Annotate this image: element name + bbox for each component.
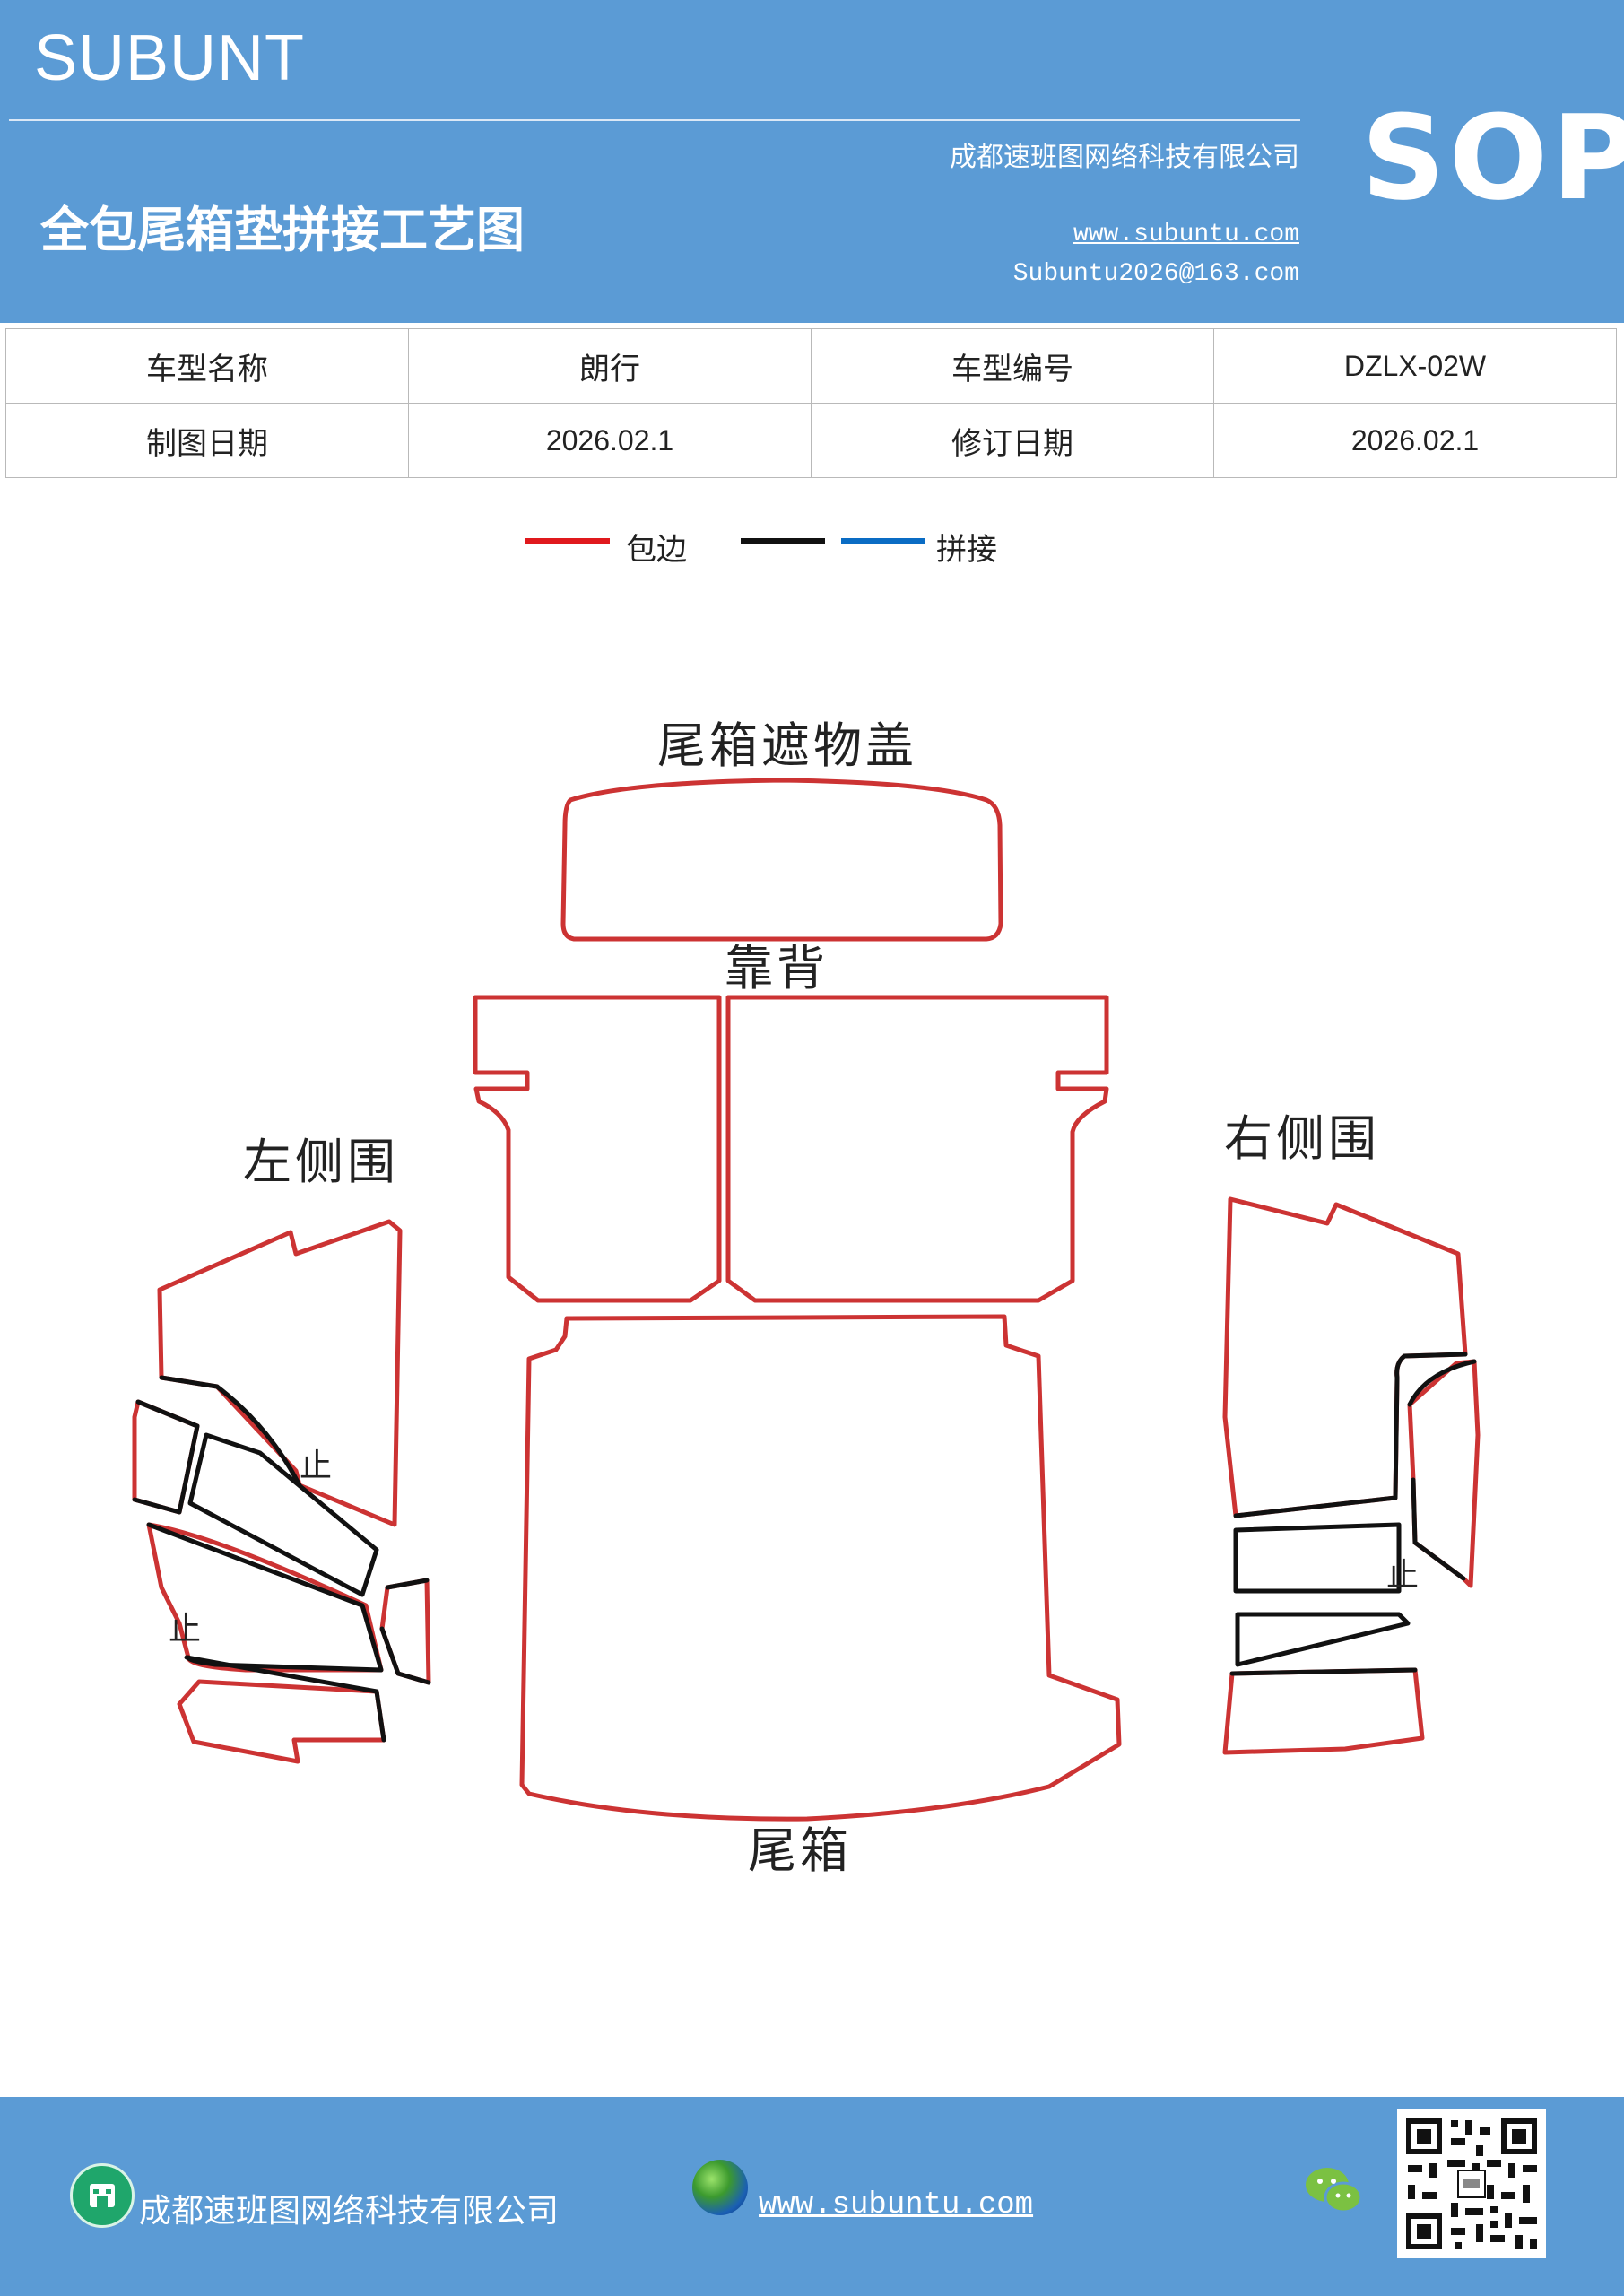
label-left-side: 左侧围 bbox=[243, 1134, 399, 1190]
cover-panel bbox=[560, 778, 1003, 942]
left-seam-5 bbox=[184, 1655, 386, 1743]
revision-date-value: 2026.02.1 bbox=[1213, 403, 1617, 478]
right-seam-2 bbox=[1233, 1522, 1402, 1594]
backrest-right-panel bbox=[725, 995, 1109, 1303]
legend-line-edge-binding bbox=[525, 538, 610, 544]
label-trunk: 尾箱 bbox=[748, 1822, 852, 1879]
right-seam-6 bbox=[1229, 1667, 1418, 1676]
right-seam-3 bbox=[1407, 1359, 1477, 1407]
right-side-curved-panel bbox=[1407, 1359, 1481, 1588]
label-stop-left-1: 止 bbox=[300, 1448, 332, 1484]
revision-date-label: 修订日期 bbox=[811, 403, 1214, 478]
trunk-floor-panel bbox=[519, 1314, 1122, 1822]
right-seam-5 bbox=[1235, 1612, 1411, 1667]
vehicle-info-table: 车型名称 朗行 车型编号 DZLX-02W 制图日期 2026.02.1 修订日… bbox=[5, 328, 1617, 478]
company-name: 成都速班图网络科技有限公司 bbox=[950, 142, 1299, 173]
legend-label-splice: 拼接 bbox=[936, 532, 997, 568]
legend-line-black bbox=[741, 538, 825, 544]
header-banner: SUBUNT 成都速班图网络科技有限公司 全包尾箱垫拼接工艺图 www.subu… bbox=[0, 0, 1624, 323]
model-code-value: DZLX-02W bbox=[1213, 328, 1617, 404]
left-seam-2 bbox=[132, 1399, 200, 1515]
left-side-small-piece bbox=[379, 1578, 431, 1685]
left-seam-3 bbox=[187, 1432, 379, 1597]
email-address: Subuntu2026@163.com bbox=[1012, 260, 1299, 288]
legend-label-edge-binding: 包边 bbox=[626, 532, 687, 568]
website-link[interactable]: www.subuntu.com bbox=[1073, 221, 1299, 248]
label-backrest: 靠背 bbox=[725, 940, 829, 996]
model-name-label: 车型名称 bbox=[5, 328, 409, 404]
left-seam-1 bbox=[159, 1375, 302, 1488]
footer-company-name: 成都速班图网络科技有限公司 bbox=[139, 2193, 560, 2230]
trunk-mat-diagram: 尾箱遮物盖 靠背 左侧围 右侧围 尾箱 止 止 止 bbox=[132, 718, 1481, 1879]
model-name-value: 朗行 bbox=[408, 328, 812, 404]
table-row: 车型名称 朗行 车型编号 DZLX-02W bbox=[5, 328, 1617, 404]
left-seam-6 bbox=[385, 1578, 430, 1590]
label-cover: 尾箱遮物盖 bbox=[657, 718, 917, 774]
left-seam-7 bbox=[379, 1626, 431, 1685]
right-seam-4 bbox=[1411, 1477, 1466, 1581]
label-stop-left-2: 止 bbox=[169, 1611, 201, 1648]
label-stop-right: 止 bbox=[1386, 1557, 1419, 1594]
qr-code bbox=[1397, 2109, 1546, 2258]
document-title: 全包尾箱垫拼接工艺图 bbox=[40, 201, 525, 258]
building-icon bbox=[70, 2163, 135, 2228]
drawing-date-label: 制图日期 bbox=[5, 403, 409, 478]
model-code-label: 车型编号 bbox=[811, 328, 1214, 404]
drawing-date-value: 2026.02.1 bbox=[408, 403, 812, 478]
header-divider bbox=[9, 119, 1300, 121]
footer-website-link[interactable]: www.subuntu.com bbox=[759, 2188, 1034, 2222]
table-row: 制图日期 2026.02.1 修订日期 2026.02.1 bbox=[5, 403, 1617, 478]
wechat-icon bbox=[1306, 2168, 1363, 2213]
globe-icon bbox=[692, 2160, 748, 2215]
backrest-left-panel bbox=[473, 995, 722, 1303]
label-right-side: 右侧围 bbox=[1224, 1110, 1380, 1167]
legend-line-splice bbox=[841, 538, 925, 544]
sop-badge: SOP bbox=[1361, 90, 1624, 226]
left-side-bottom-panel bbox=[177, 1679, 386, 1764]
legend: 包边 拼接 bbox=[0, 525, 1624, 578]
right-side-bottom-panel bbox=[1222, 1667, 1425, 1755]
right-seam-1 bbox=[1233, 1352, 1468, 1518]
left-side-strip-1 bbox=[132, 1399, 200, 1515]
brand-name: SUBUNT bbox=[34, 22, 306, 94]
footer-banner: 成都速班图网络科技有限公司 www.subuntu.com bbox=[0, 2097, 1624, 2296]
